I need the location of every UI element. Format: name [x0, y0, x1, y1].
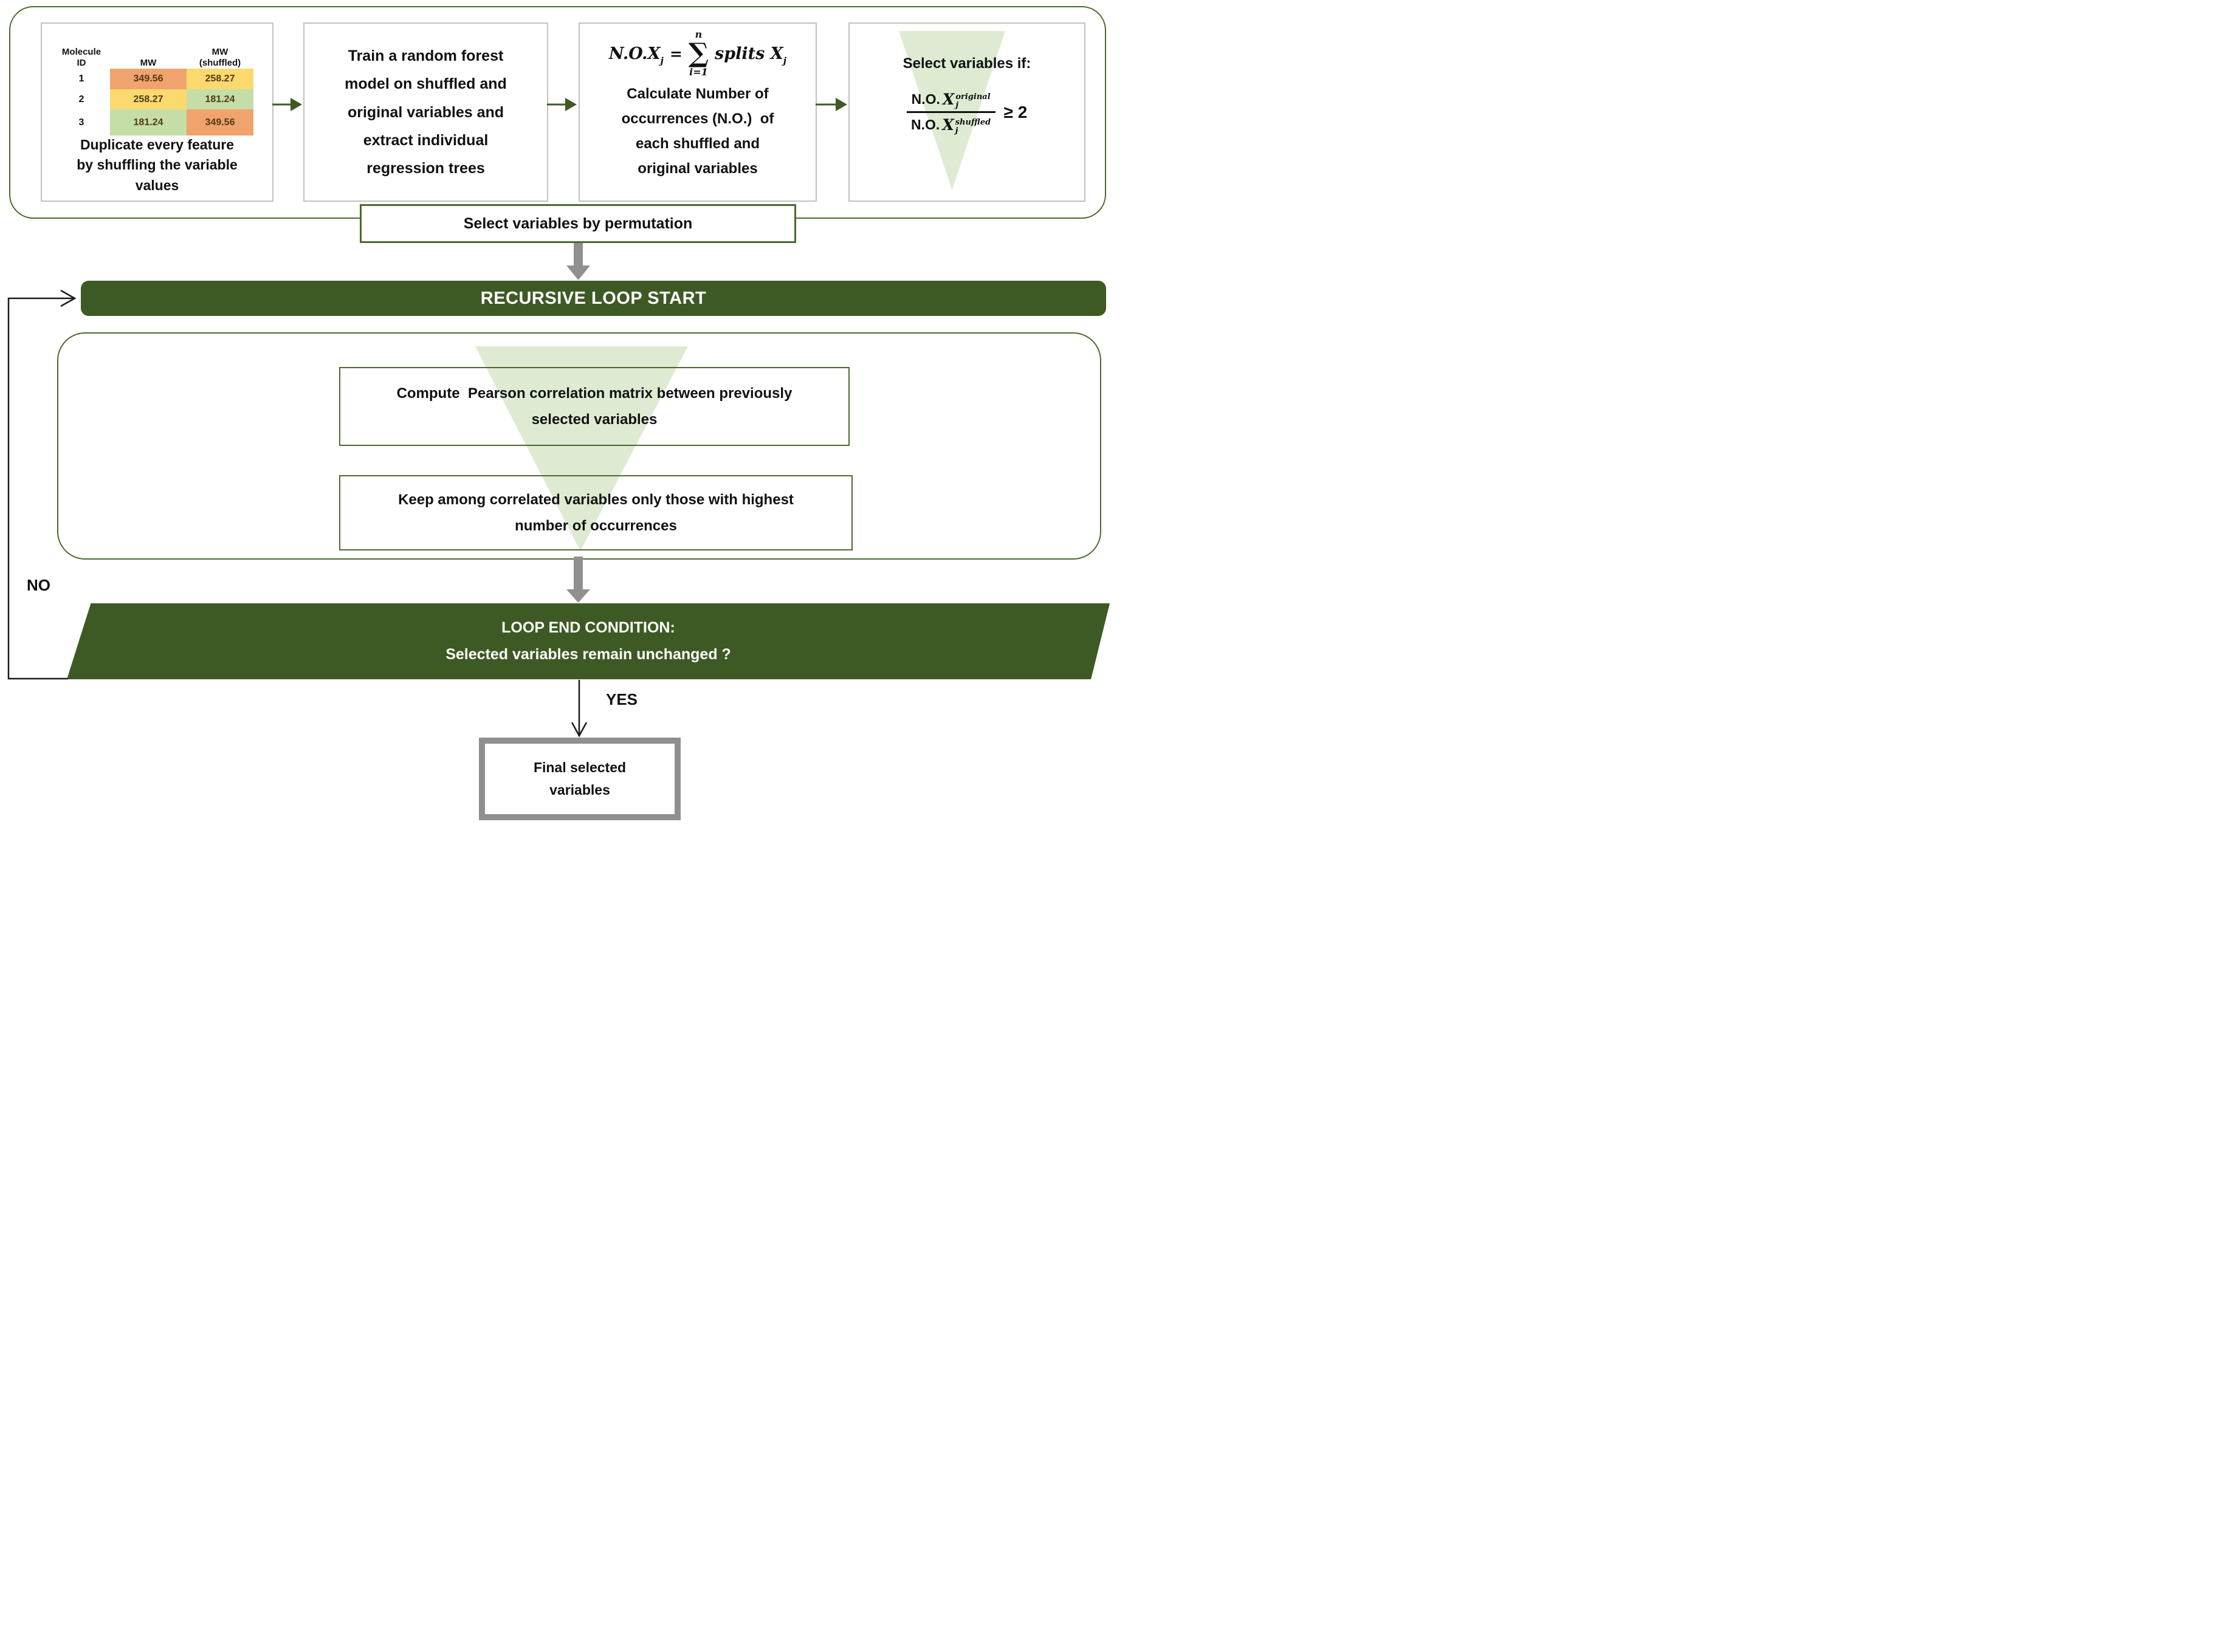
- occurrences-formula: N.O.Xj = n ∑ i=1 splits Xj: [580, 24, 816, 77]
- permutation-label-text: Select variables by permutation: [463, 214, 693, 232]
- loop-end-condition: LOOP END CONDITION: Selected variables r…: [67, 603, 1110, 679]
- loop-step-keep-text: Keep among correlated variables only tho…: [398, 491, 794, 534]
- yes-branch-label: YES: [606, 690, 638, 708]
- cell-mw: 258.27: [110, 89, 187, 109]
- permutation-stage-container: Molecule ID MW MW (shuffled) 1 349.56 25…: [9, 6, 1106, 219]
- cell-mw-shuffled: 181.24: [187, 89, 253, 109]
- cell-mw: 181.24: [110, 109, 187, 135]
- table-row: 1 349.56 258.27: [53, 69, 253, 89]
- comparison-operator: ≥ 2: [1003, 102, 1028, 122]
- summation-symbol: n ∑ i=1: [688, 29, 709, 78]
- step-train-box: Train a random forest model on shuffled …: [303, 22, 548, 202]
- col-header-mw-shuffled: MW (shuffled): [199, 47, 241, 68]
- step-duplicate-caption: Duplicate every feature by shuffling the…: [77, 136, 238, 193]
- molecule-table-header: Molecule ID MW MW (shuffled): [53, 42, 253, 69]
- molecule-table: Molecule ID MW MW (shuffled) 1 349.56 25…: [53, 42, 253, 135]
- yes-arrow: [571, 680, 588, 738]
- step-occurrences-text: Calculate Number of occurrences (N.O.) o…: [621, 86, 774, 177]
- arrow-loop-body-to-end-condition: [566, 557, 590, 603]
- step-train-text: Train a random forest model on shuffled …: [345, 47, 507, 177]
- recursive-loop-container: Compute Pearson correlation matrix betwe…: [57, 332, 1101, 560]
- cell-mw-shuffled: 258.27: [187, 69, 253, 89]
- loop-step-correlation-box: Compute Pearson correlation matrix betwe…: [339, 367, 850, 446]
- step-duplicate-box: Molecule ID MW MW (shuffled) 1 349.56 25…: [41, 22, 273, 202]
- cell-mw-shuffled: 349.56: [187, 109, 253, 135]
- recursive-loop-start-banner: RECURSIVE LOOP START: [81, 281, 1106, 316]
- table-row: 2 258.27 181.24: [53, 89, 253, 109]
- flow-diagram: Molecule ID MW MW (shuffled) 1 349.56 25…: [0, 0, 1114, 826]
- recursive-loop-start-text: RECURSIVE LOOP START: [480, 288, 707, 308]
- formula-equals: =: [669, 44, 682, 63]
- cell-id: 2: [78, 94, 84, 105]
- cell-id: 3: [78, 117, 84, 128]
- no-branch-label: NO: [27, 576, 50, 594]
- final-variables-text: Final selected variables: [533, 759, 627, 798]
- step-occurrences-box: N.O.Xj = n ∑ i=1 splits Xj Calculate Num…: [579, 22, 817, 202]
- loop-step-keep-box: Keep among correlated variables only tho…: [339, 475, 853, 550]
- formula-rhs: splits Xj: [715, 44, 787, 66]
- permutation-label-box: Select variables by permutation: [360, 204, 796, 243]
- criterion-title: Select variables if:: [903, 55, 1031, 72]
- cell-id: 1: [78, 74, 84, 84]
- col-header-molecule-id: Molecule ID: [61, 47, 101, 68]
- formula-lhs: N.O.Xj: [608, 44, 664, 66]
- cell-mw: 349.56: [110, 69, 187, 89]
- table-row: 3 181.24 349.56: [53, 109, 253, 135]
- final-variables-box: Final selected variables: [479, 738, 681, 820]
- loop-end-condition-line2: Selected variables remain unchanged ?: [445, 645, 731, 663]
- loop-end-condition-line1: LOOP END CONDITION:: [501, 619, 675, 636]
- arrow-permutation-to-loop-start: [566, 243, 590, 280]
- loop-step-correlation-text: Compute Pearson correlation matrix betwe…: [396, 385, 793, 428]
- col-header-mw: MW: [140, 58, 157, 68]
